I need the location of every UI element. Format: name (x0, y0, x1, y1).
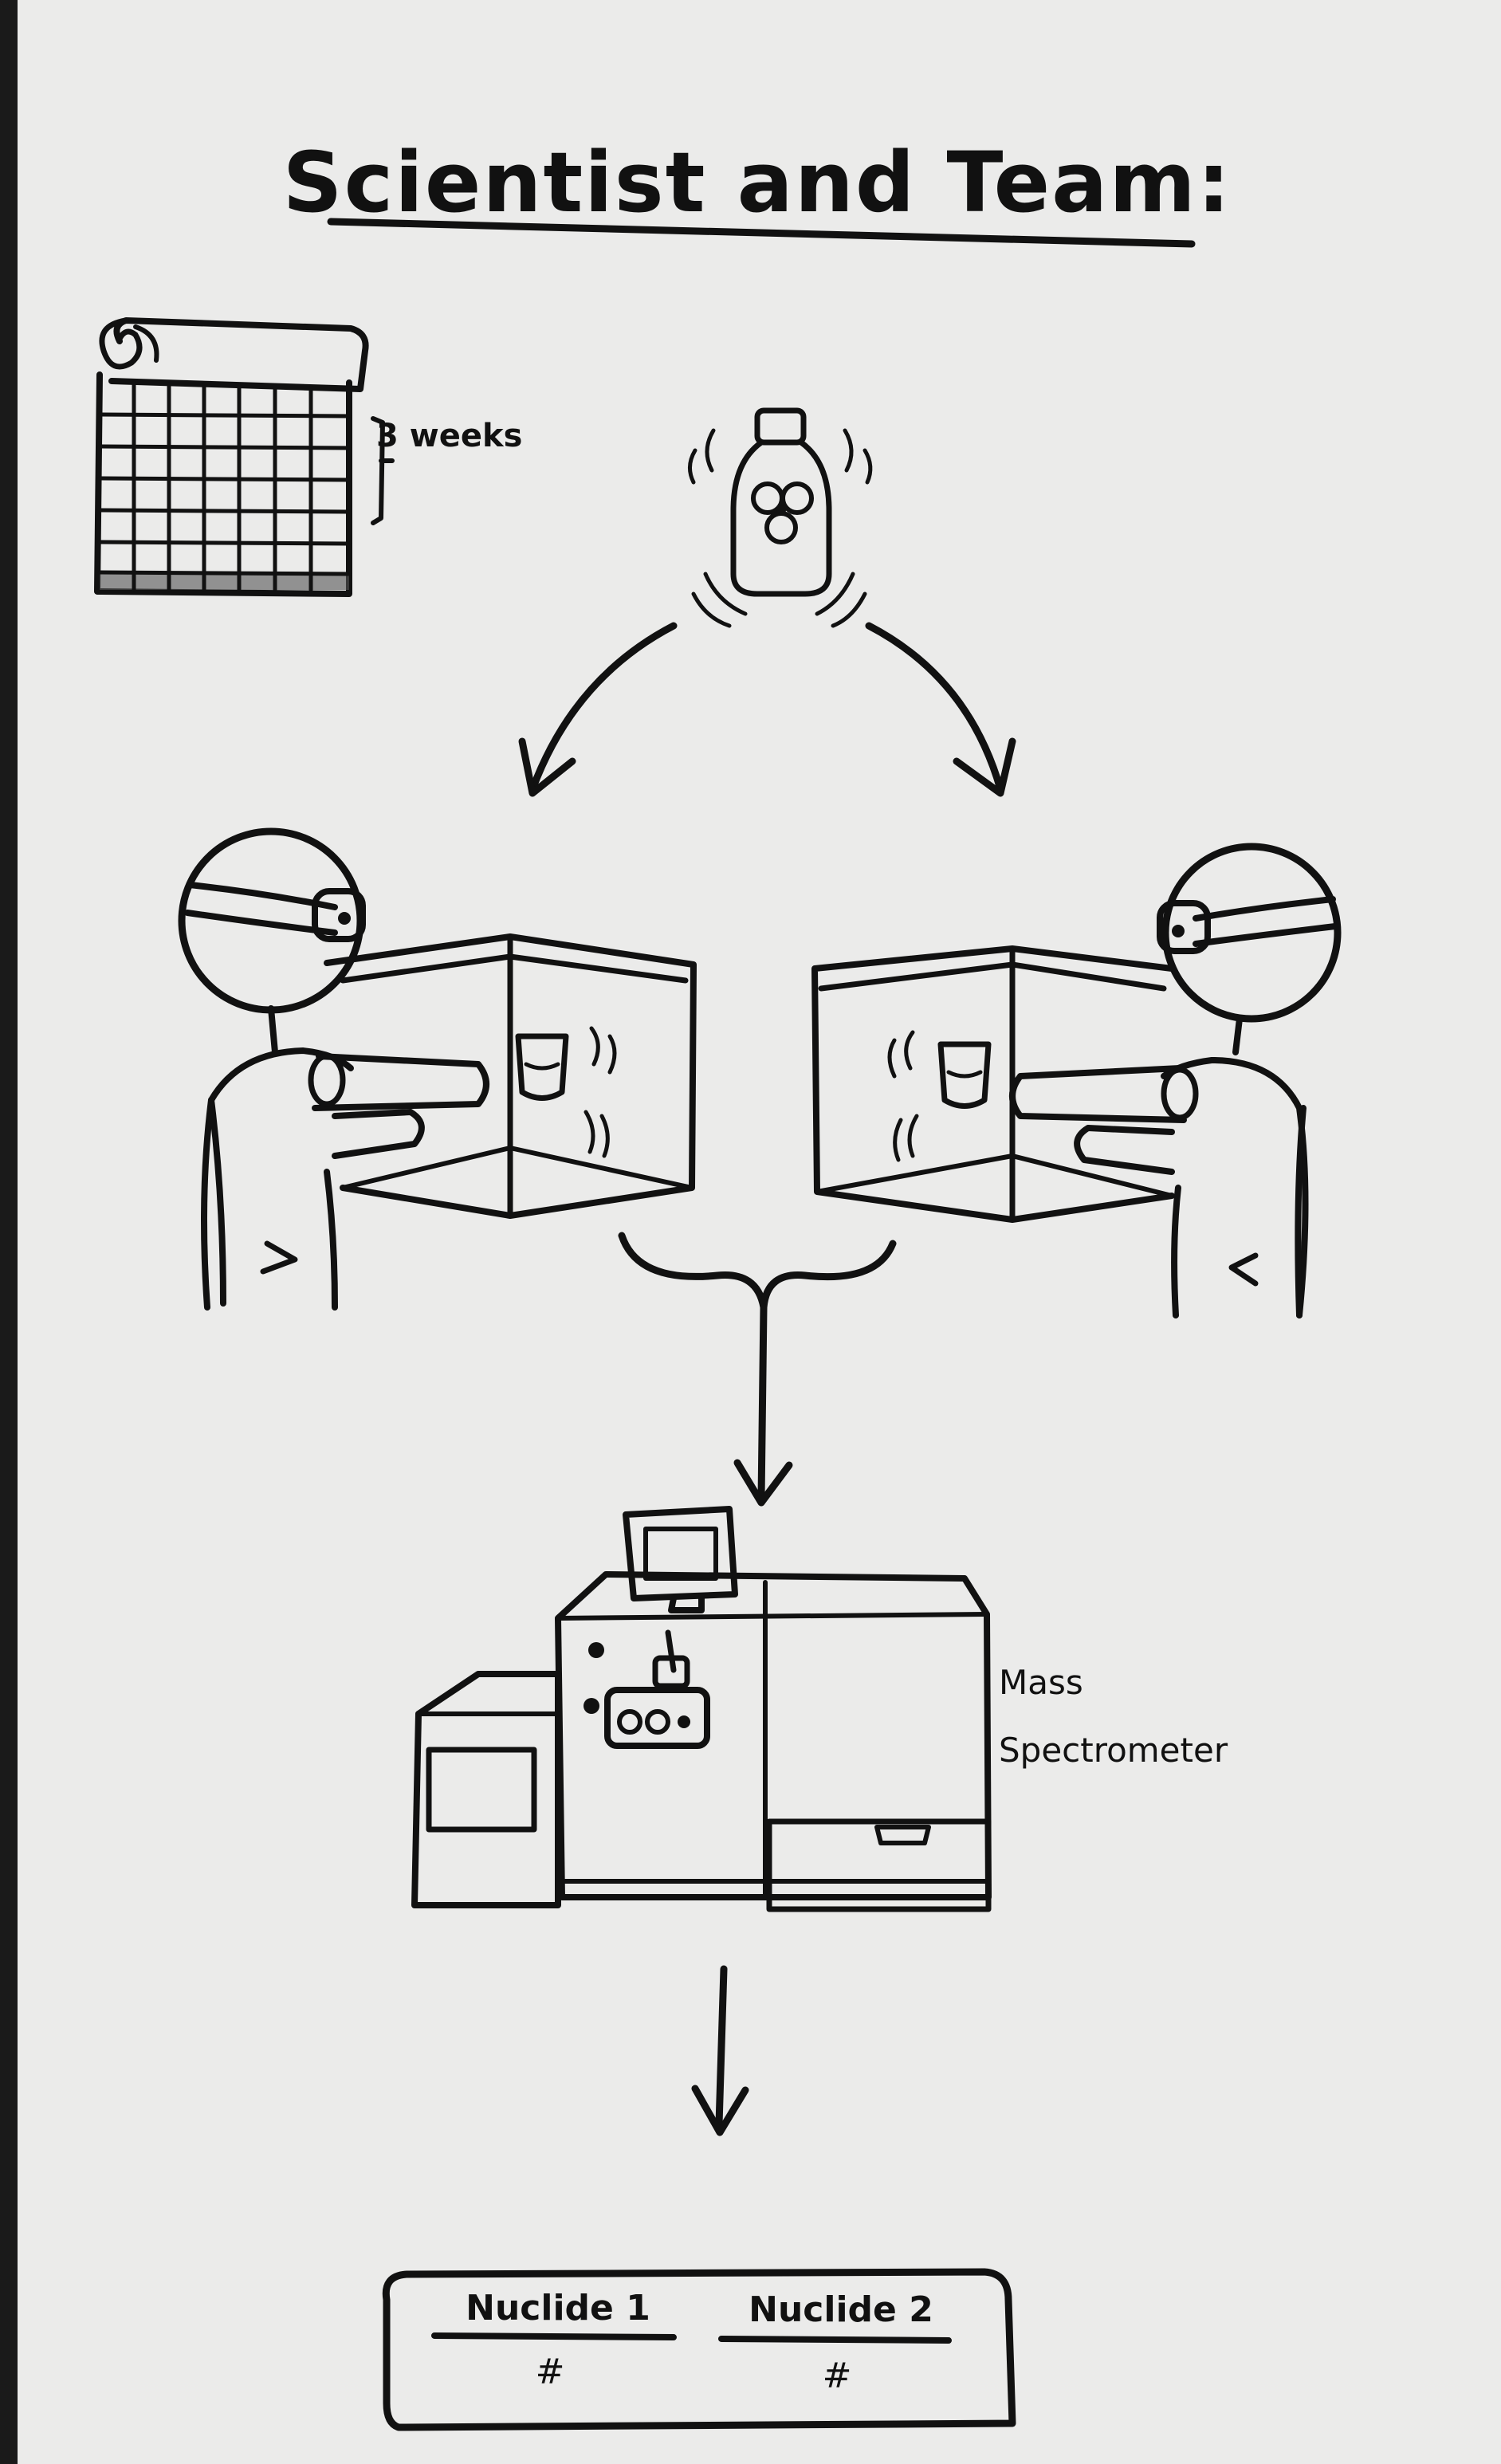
nuclide-1-header: Nuclide 1 (466, 2288, 650, 2328)
glovebox-right (811, 945, 1175, 1223)
duration-label: 3 weeks (376, 418, 522, 454)
instrument-label-line2: Spectrometer (999, 1731, 1228, 1770)
nuclide-2-header: Nuclide 2 (749, 2289, 933, 2330)
split-arrows (518, 622, 1016, 797)
instrument-label-line1: Mass (999, 1663, 1083, 1702)
output-arrow (691, 1965, 749, 2136)
scientist-left (178, 827, 489, 1311)
glovebox-left (324, 933, 697, 1219)
scientist-right (1009, 843, 1342, 1318)
title-underline (327, 218, 1196, 248)
mass-spectrometer-icon (411, 1506, 992, 1912)
nuclide-2-value: # (823, 2356, 852, 2396)
page-title: Scientist and Team: (283, 134, 1232, 231)
results-panel: Nuclide 1 # Nuclide 2 # (382, 2268, 1016, 2431)
nuclide-2-underline (718, 2336, 952, 2344)
nuclide-1-value: # (536, 2352, 565, 2392)
nuclide-1-underline (431, 2332, 677, 2340)
title-block: Scientist and Team: (283, 134, 1232, 248)
calendar-icon (94, 317, 395, 597)
merge-arrow (618, 1232, 897, 1507)
sample-bottle-icon (688, 407, 873, 628)
